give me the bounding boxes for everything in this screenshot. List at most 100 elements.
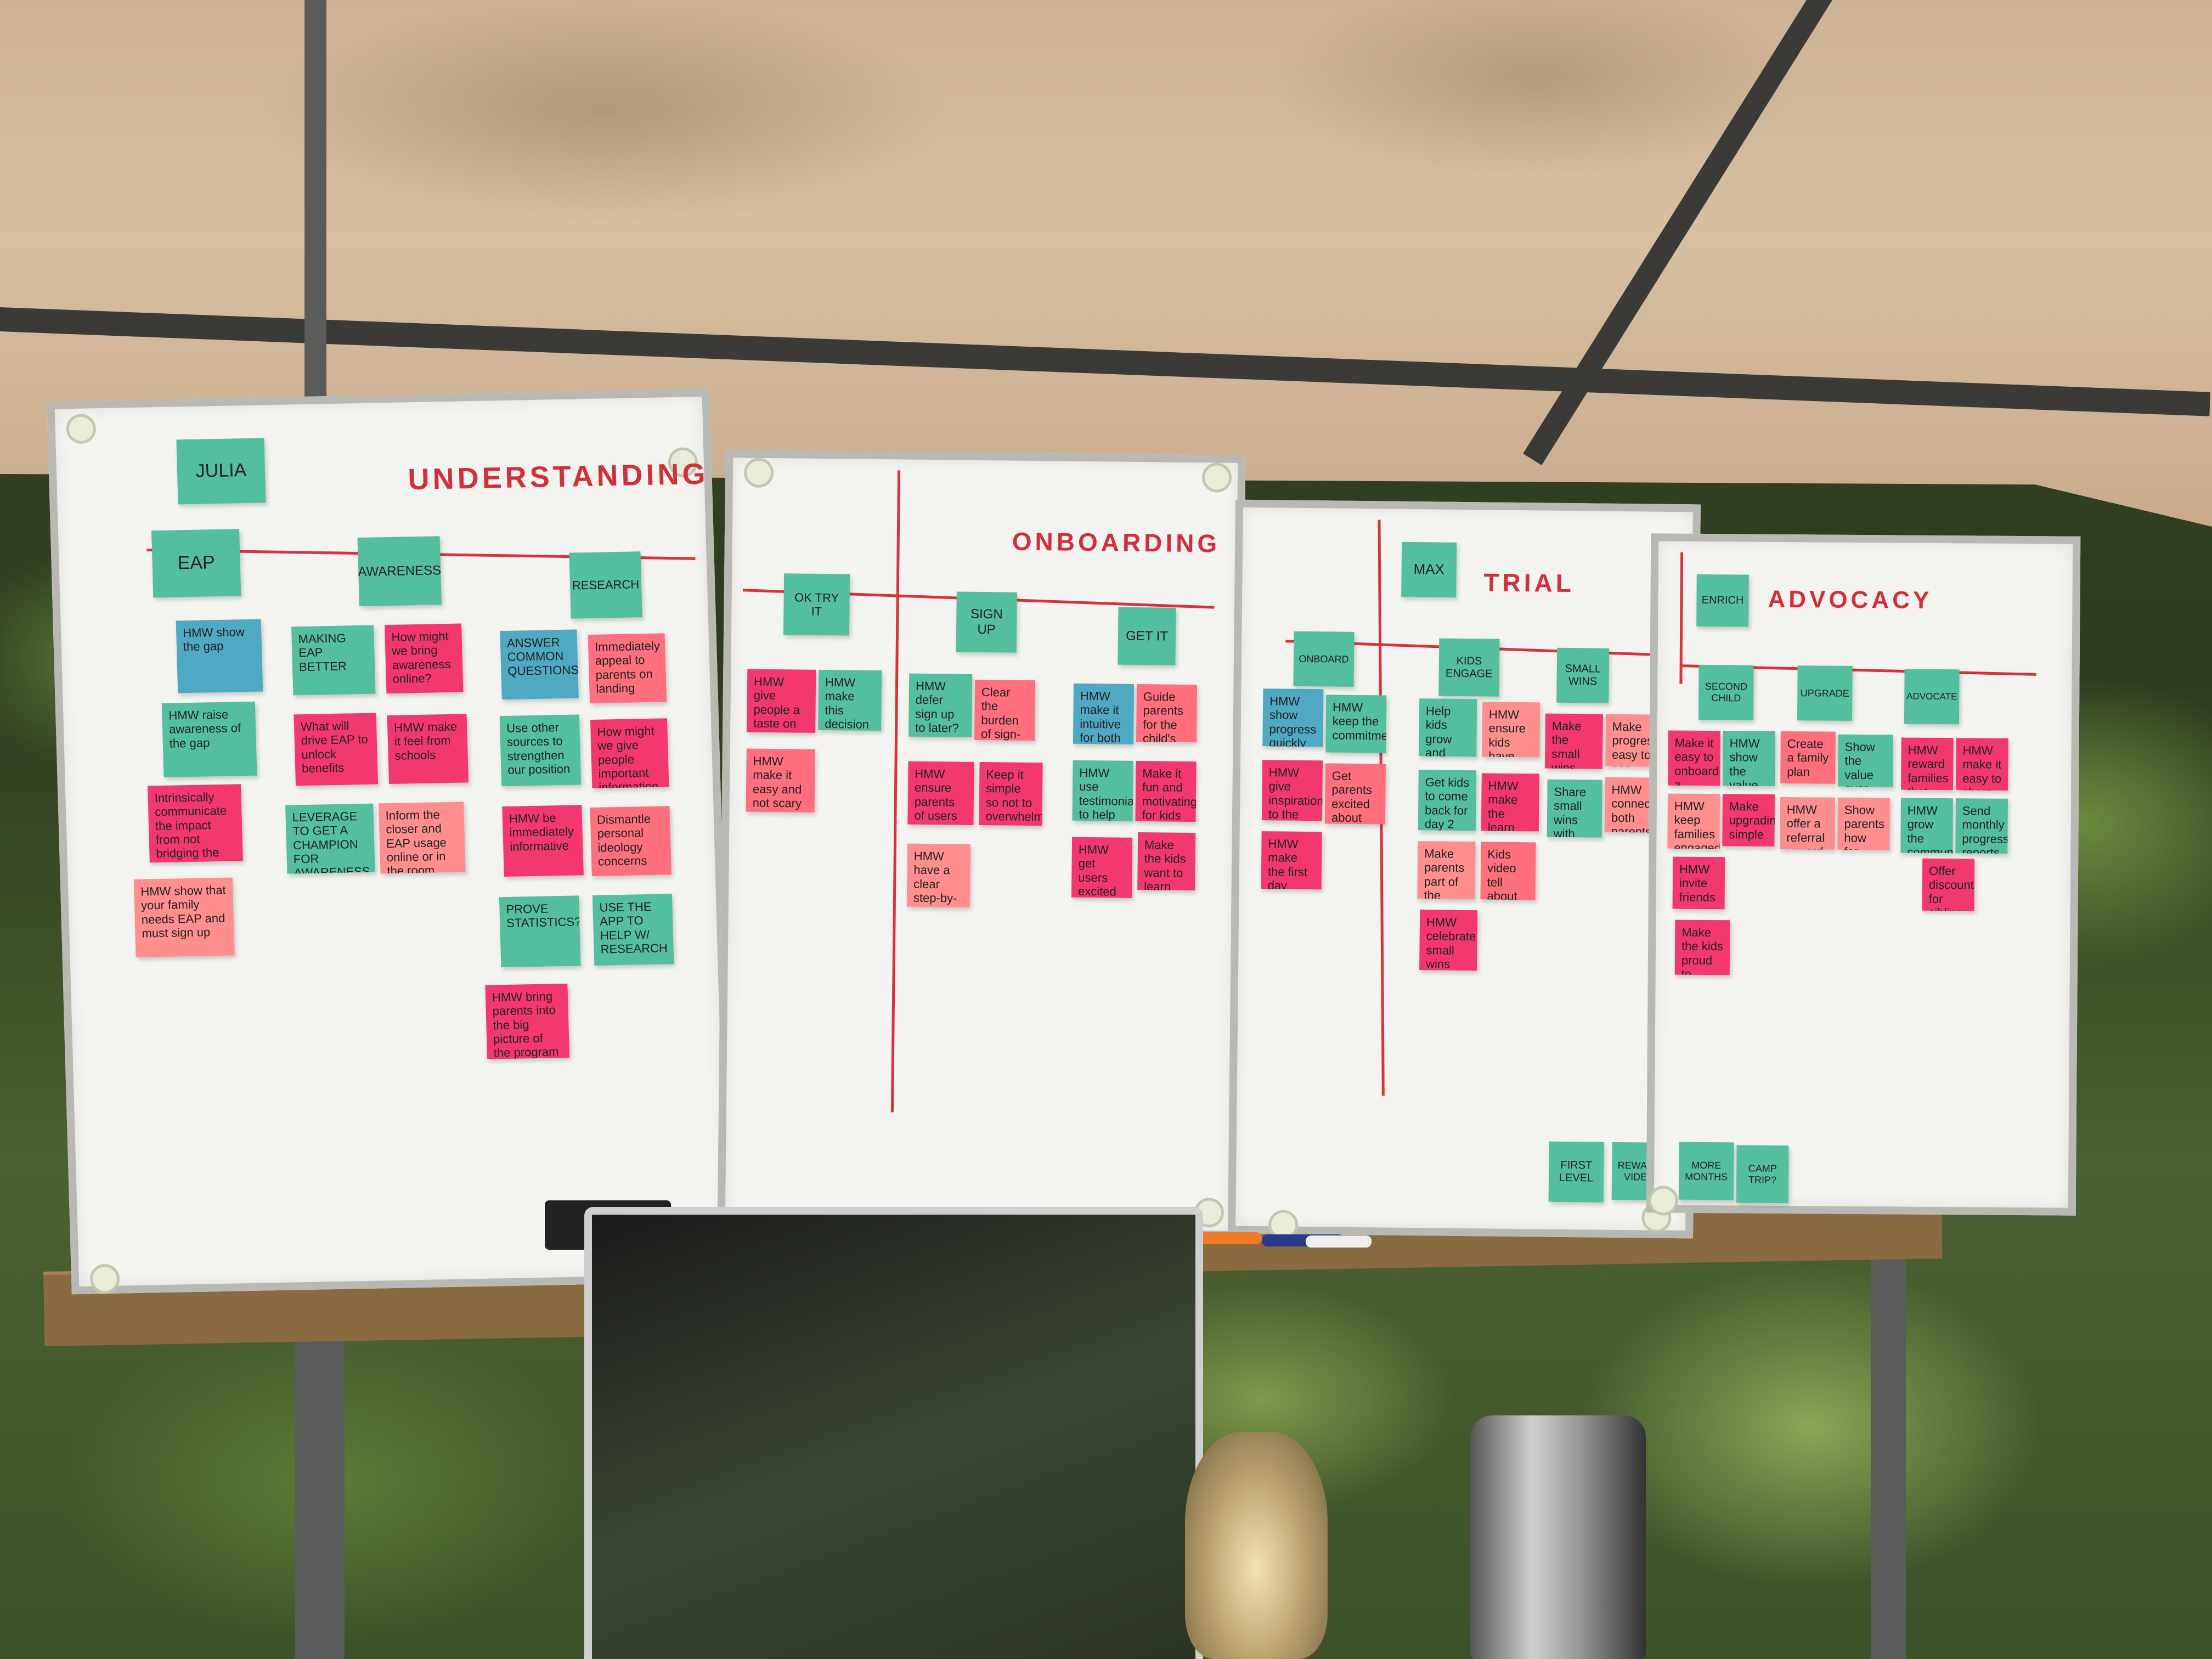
sticky-note: PROVE STATISTICS?	[499, 895, 581, 968]
sticky-note: HMW show the gap	[176, 619, 263, 693]
sticky-note: Help kids grow and have fun every day	[1419, 698, 1477, 757]
header-note: ENRICH	[1696, 574, 1749, 627]
sticky-note: HMW invite friends	[1672, 856, 1725, 910]
sticky-note: Intrinsically communicate the impact fro…	[147, 784, 243, 863]
header-note: SIGN UP	[956, 591, 1017, 653]
sticky-note: Create a family plan	[1780, 731, 1836, 784]
stage-title: ONBOARDING	[1012, 527, 1221, 558]
sticky-note: Kids video tell about their day	[1480, 842, 1536, 900]
sticky-note: Clear the burden of sign-up	[974, 679, 1036, 741]
sticky-note: Make parents part of the journey	[1417, 841, 1476, 900]
sticky-note: Offer discounts for siblings	[1922, 858, 1975, 911]
sticky-note: Dismantle personal ideology concerns	[590, 806, 672, 876]
sticky-note: HMW have a clear step-by-step way to sig…	[906, 843, 971, 907]
sticky-note: HMW show that your family needs EAP and …	[133, 877, 235, 957]
sticky-note: HMW celebrate small wins	[1419, 910, 1478, 971]
sticky-note: HMW make the first day magical for the k…	[1261, 831, 1322, 890]
sticky-note: HMW make the learn stick every day	[1481, 773, 1539, 832]
sticky-note: HMW ensure parents of users data?	[907, 761, 974, 825]
sticky-note: HMW be immediately informative	[502, 805, 584, 877]
sticky-note: HMW give inspiration to the kids and sch…	[1261, 760, 1323, 821]
stage-divider-line	[890, 470, 901, 1113]
header-note: FIRST LEVEL	[1548, 1141, 1604, 1203]
persona-note: JULIA	[176, 438, 266, 505]
whiteboard-marker	[1306, 1235, 1372, 1248]
sticky-note: MAKING EAP BETTER	[291, 625, 376, 696]
header-note: GET IT	[1118, 607, 1176, 665]
sticky-note: Use other sources to strengthen our posi…	[499, 714, 582, 787]
sticky-note: HMW give people a taste on how EAP works…	[747, 669, 816, 733]
stage-title: UNDERSTANDING	[407, 457, 709, 496]
lantern	[1185, 1432, 1328, 1659]
sticky-note: Make it easy to onboard a second child	[1668, 730, 1720, 786]
sticky-note: HMW bring parents into the big picture o…	[485, 983, 570, 1059]
sticky-note: HMW use testimonials to help	[1072, 760, 1133, 821]
sticky-note: Make the kids proud to share	[1674, 919, 1730, 975]
persona-note: MAX	[1401, 541, 1457, 597]
sticky-note: HMW make it feel from schools	[387, 714, 469, 785]
header-note: RESEARCH	[569, 551, 642, 619]
whiteboard-trial: TRIAL MAX ONBOARD KIDS ENGAGE SMALL WINS…	[1228, 499, 1701, 1240]
board-pin	[1201, 462, 1232, 493]
sticky-note: HMW defer sign up to later?	[909, 673, 973, 737]
tent-pole	[1871, 1245, 1906, 1659]
sticky-note: Make it fun and motivating for kids	[1135, 760, 1197, 822]
header-note: CAMP TRIP?	[1736, 1145, 1789, 1204]
sticky-note: HMW show progress quickly	[1262, 689, 1324, 747]
board-pin	[66, 414, 97, 444]
board-pin	[89, 1263, 120, 1294]
sticky-note: Send monthly progress reports to parents	[1955, 798, 2008, 854]
whiteboard-onboarding: ONBOARDING OK TRY IT SIGN UP GET IT HMW …	[717, 450, 1246, 1239]
sticky-note: HMW make it intuitive for both kids and …	[1073, 683, 1135, 744]
sticky-note: HMW reward families that share	[1901, 737, 1954, 791]
sticky-note: Make the small wins visible	[1544, 713, 1603, 769]
sticky-note: Keep it simple so not to overwhelm new p…	[979, 761, 1043, 826]
sticky-note: How might we bring awareness online?	[384, 623, 464, 694]
sticky-note: HMW keep families engaged with the progr…	[1667, 793, 1720, 849]
sticky-note: HMW raise awareness of the gap	[161, 701, 257, 777]
sticky-note: Get parents excited about the first day	[1324, 763, 1386, 825]
header-note: SECOND CHILD	[1698, 664, 1754, 720]
sticky-note: Get kids to come back for day 2	[1418, 770, 1476, 831]
laptop-screen	[584, 1207, 1203, 1659]
tent-pole	[295, 1306, 345, 1659]
sticky-note: How might we give people important infor…	[590, 718, 669, 788]
sticky-note: HMW grow the community	[1900, 798, 1953, 854]
header-note: OK TRY IT	[783, 573, 850, 636]
sticky-note: Make upgrading simple	[1722, 794, 1775, 847]
board-pin	[743, 458, 774, 488]
sticky-note: HMW offer a referral reward	[1780, 797, 1835, 850]
sticky-note: Show parents how far their kids came	[1837, 797, 1890, 850]
header-note: UPGRADE	[1797, 665, 1853, 721]
sticky-note: HMW make it easy to share EAP with other…	[1956, 738, 2008, 791]
sticky-note: Immediately appeal to parents on landing	[588, 633, 667, 703]
whiteboard-advocacy: ADVOCACY ENRICH SECOND CHILD UPGRADE ADV…	[1646, 533, 2081, 1216]
sticky-note: Share small wins with parents	[1547, 779, 1602, 838]
sticky-note: HMW make this decision a no-brainer	[818, 669, 882, 731]
header-note: AWARENESS	[357, 536, 442, 607]
sticky-note: HMW keep the commitment?	[1325, 695, 1387, 753]
header-note: SMALL WINS	[1556, 647, 1610, 703]
stage-title: ADVOCACY	[1768, 585, 1933, 614]
stage-title: TRIAL	[1483, 568, 1575, 598]
sticky-note: Show the value over time	[1838, 734, 1893, 787]
sticky-note: USE THE APP TO HELP W/ RESEARCH	[592, 894, 674, 966]
board-pin	[1648, 1186, 1679, 1216]
electric-kettle	[1470, 1415, 1646, 1659]
sticky-note: ANSWER COMMON QUESTIONS	[500, 629, 579, 700]
tent-pole	[304, 0, 326, 406]
header-note: EAP	[151, 529, 241, 598]
sticky-note: Inform the closer and EAP usage online o…	[379, 802, 466, 874]
sticky-note: Guide parents for the child's first time	[1136, 684, 1198, 743]
sticky-note: HMW ensure kids have fun and learn	[1482, 702, 1541, 758]
sticky-note: LEVERAGE TO GET A CHAMPION FOR AWARENESS	[285, 803, 375, 874]
sticky-note: Make the kids want to learn every day	[1137, 832, 1196, 891]
sticky-note: HMW show the value of the program	[1723, 731, 1775, 786]
whiteboard-understanding: UNDERSTANDING JULIA EAP AWARENESS RESEAR…	[47, 388, 735, 1295]
header-note: MORE MONTHS	[1678, 1142, 1734, 1200]
sticky-note: HMW make it easy and not scary to take t…	[746, 748, 815, 812]
sticky-note: HMW get users excited and enthusiastic f…	[1071, 837, 1133, 898]
header-note: ADVOCATE	[1904, 669, 1960, 725]
header-note: KIDS ENGAGE	[1438, 638, 1500, 697]
